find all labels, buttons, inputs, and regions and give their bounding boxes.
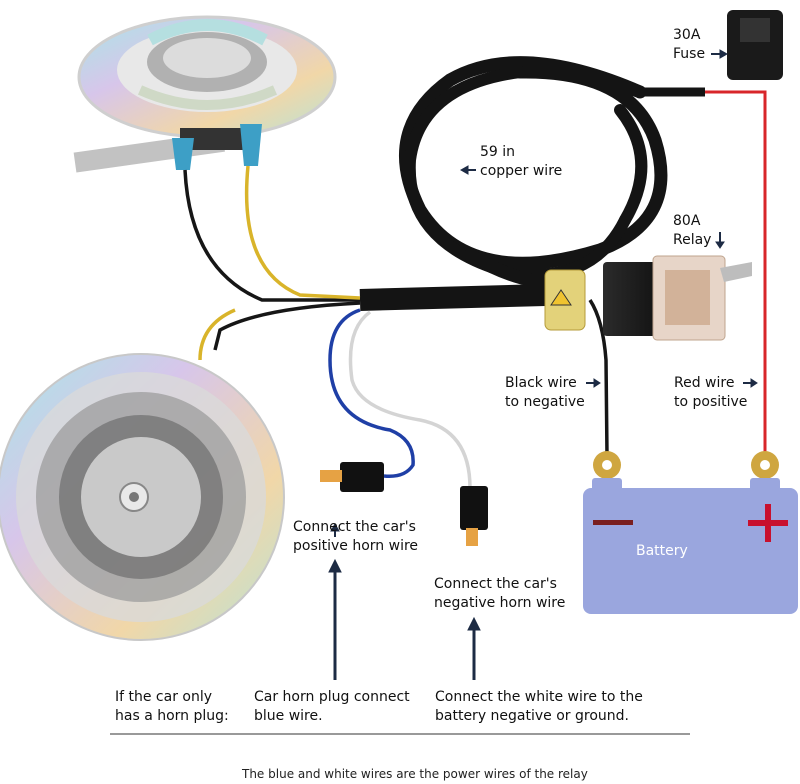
spade-connector-blue <box>172 124 262 170</box>
black-wire-label: Black wire to negative <box>505 374 585 412</box>
relay-label-line1: 80A <box>673 213 701 229</box>
black-wire-label-line2: to negative <box>505 394 585 410</box>
copper-wire-label-line1: 59 in <box>480 144 516 160</box>
horn-top <box>73 15 337 173</box>
copper-wire-coil <box>399 56 668 289</box>
instruction-white-line2: battery negative or ground. <box>435 708 629 724</box>
copper-wire-label: 59 in copper wire <box>480 143 562 181</box>
negative-horn-label-line2: negative horn wire <box>434 595 566 611</box>
positive-horn-label: Connect the car's positive horn wire <box>293 518 418 556</box>
black-wire-label-line1: Black wire <box>505 375 577 391</box>
battery <box>583 478 798 614</box>
copper-wire-label-line2: copper wire <box>480 163 563 179</box>
relay <box>544 255 752 341</box>
fuse-label-line1: 30A <box>673 27 701 43</box>
instruction-blue: Car horn plug connect blue wire. <box>254 688 410 726</box>
horn-plugs <box>320 462 488 546</box>
instruction-white: Connect the white wire to the battery ne… <box>435 688 643 726</box>
instruction-blue-line2: blue wire. <box>254 708 323 724</box>
horn-bottom <box>0 353 285 641</box>
fuse-label-line2: Fuse <box>673 46 706 62</box>
positive-horn-label-line2: positive horn wire <box>293 538 419 554</box>
caption: The blue and white wires are the power w… <box>242 767 588 781</box>
red-wire-label-line1: Red wire <box>674 375 735 391</box>
battery-label: Battery <box>636 543 688 559</box>
instruction-condition-line1: If the car only <box>115 689 213 705</box>
fuse-holder <box>727 10 783 80</box>
divider <box>110 733 690 735</box>
wires <box>183 87 767 489</box>
negative-horn-label-line1: Connect the car's <box>434 576 557 592</box>
instruction-condition-line2: has a horn plug: <box>115 708 229 724</box>
instruction-blue-line1: Car horn plug connect <box>254 689 410 705</box>
relay-label-line2: Relay <box>673 232 712 248</box>
ring-terminals <box>593 451 779 479</box>
harness-trunk <box>359 284 546 311</box>
pointer-arrows <box>328 49 758 680</box>
red-wire-label: Red wire to positive <box>674 374 747 412</box>
positive-horn-label-line1: Connect the car's <box>293 519 416 535</box>
instruction-condition: If the car only has a horn plug: <box>115 688 229 726</box>
fuse-label: 30A Fuse <box>673 26 705 64</box>
negative-horn-label: Connect the car's negative horn wire <box>434 575 565 613</box>
relay-label: 80A Relay <box>673 212 711 250</box>
instruction-white-line1: Connect the white wire to the <box>435 689 643 705</box>
red-wire-label-line2: to positive <box>674 394 748 410</box>
